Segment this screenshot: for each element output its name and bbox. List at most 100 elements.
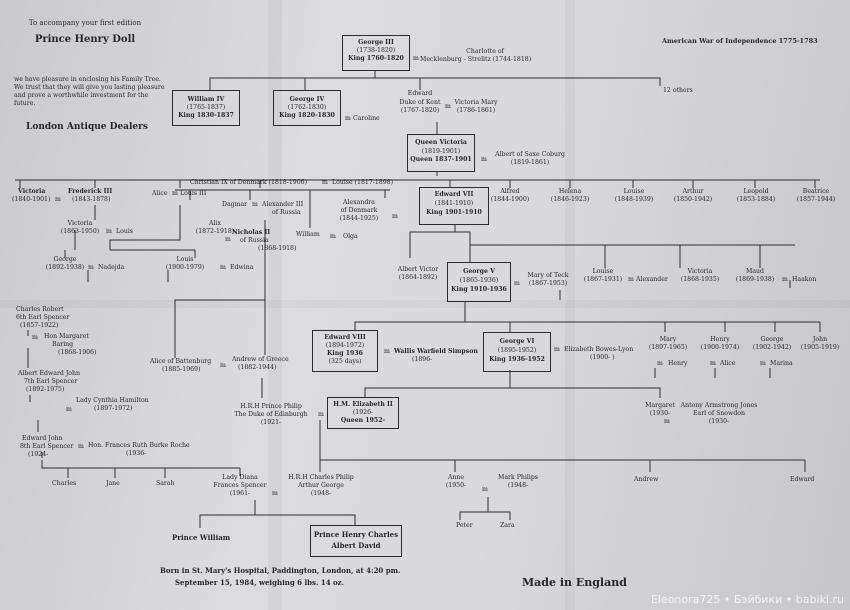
victoria-mary-dates: (1786-1861) (456, 107, 496, 114)
henry-gloucester: Henry (710, 336, 730, 343)
marriage-m: m (392, 213, 398, 220)
george-vi-reign: King 1936-1952 (489, 356, 545, 363)
george-milford-dates: (1892-1938) (45, 264, 85, 271)
alexandra: Alexandra (343, 199, 375, 206)
marriage-m: m (322, 179, 328, 186)
victoria-mary: Victoria Mary (454, 99, 498, 106)
albert-victor: Albert Victor (397, 266, 439, 273)
mary-of-teck: Mary of Teck (527, 272, 569, 279)
christian-ix: Christian IX of Denmark (1818-1906) (190, 179, 307, 186)
frances-roche-dates: (1936- (126, 450, 147, 457)
marina: Marina (770, 360, 793, 367)
marriage-m: m (782, 276, 788, 283)
prince-edward: Edward (790, 476, 815, 483)
alix-dates: (1872-1918) (195, 228, 235, 235)
albert-victor-dates: (1864-1892) (398, 274, 438, 281)
albert-edward-john: Albert Edward John (18, 370, 81, 377)
earl-of-snowdon: Earl of Snowdon (692, 410, 745, 417)
marriage-m: m (710, 360, 716, 367)
henry-lascelles: Henry (668, 360, 688, 367)
alice-of-battenburg: Alice of Battenburg (150, 358, 212, 365)
peter-phillips: Peter (456, 522, 473, 529)
henry-gloucester-dates: (1900-1974) (700, 344, 740, 351)
princess-margaret: Margaret (645, 402, 675, 409)
prince-philip-l2: The Duke of Edinburgh (234, 411, 308, 418)
marriage-m: m (78, 443, 84, 450)
marriage-m: m (330, 233, 336, 240)
dealer-name: London Antique Dealers (26, 122, 148, 132)
armstrong-jones: Antony Armstrong Jones (680, 402, 758, 409)
elizabeth-ii-reign: Queen 1952- (340, 417, 386, 424)
helena: Helena (558, 188, 582, 195)
victoria-hesse: Victoria (67, 220, 93, 227)
louis-mountbatten-dates: (1900-1979) (165, 264, 205, 271)
alice-of-battenburg-dates: (1885-1969) (162, 366, 201, 373)
george-iv-dates: (1762-1830) (287, 104, 327, 111)
william-iv-reign: King 1830-1837 (178, 112, 234, 119)
maud-dates: (1869-1938) (735, 276, 775, 283)
leopold-dates: (1853-1884) (736, 196, 776, 203)
arthur-dates: (1850-1942) (673, 196, 713, 203)
george-kent-dates: (1902-1942) (752, 344, 792, 351)
wallis-dates: (1896- (412, 356, 433, 363)
made-in-england: Made in England (522, 576, 627, 589)
arthur: Arthur (682, 188, 704, 195)
queen-victoria-dates: (1819-1901) (421, 148, 461, 155)
nadejda: Nadejda (98, 264, 125, 271)
maud: Maud (746, 268, 764, 275)
george-v-name: George V (463, 268, 495, 275)
bowes-lyon-dates: (1900- ) (590, 354, 615, 361)
marriage-m: m (445, 103, 451, 110)
sarah-spencer: Sarah (156, 480, 175, 487)
victoria-princess: Victoria (18, 188, 46, 195)
cynthia-hamilton: Lady Cynthia Hamilton (76, 397, 149, 404)
alice-gloucester: Alice (720, 360, 736, 367)
marriage-m: m (760, 360, 766, 367)
marriage-m: m (345, 115, 351, 122)
lady-diana-l3: (1961- (229, 490, 251, 497)
edward-vii-name: Edward VII (434, 191, 474, 198)
marriage-m: m (88, 264, 94, 271)
george-iv-name: George IV (289, 96, 325, 103)
mark-philips: Mark Philips (498, 474, 538, 481)
nicholas-ii: Nicholas II (232, 229, 271, 236)
charlotte-line2: Mecklenburg - Strelitz (1744-1818) (420, 56, 532, 63)
nicholas-of-russia: of Russia (240, 237, 269, 244)
sixth-earl-dates: (1857-1922) (20, 322, 59, 329)
margaret-baring-l1: Hon Margaret (44, 333, 89, 340)
victoria-princess-2: Victoria (687, 268, 713, 275)
wallis-simpson: Wallis Warfield Simpson (394, 348, 478, 355)
louis-battenberg: Louis (116, 228, 133, 235)
edward-vii-dates: (1841-1910) (434, 200, 474, 207)
louise-fife-dates: (1867-1931) (583, 276, 623, 283)
queen-victoria-reign: Queen 1837-1901 (410, 156, 472, 163)
albert: Albert of Saxe Coburg (495, 151, 565, 158)
birth-note-line1: Born in St. Mary's Hospital, Paddington,… (160, 566, 401, 575)
alix: Alix (209, 220, 221, 227)
haakon: Haakon (792, 276, 817, 283)
alexandra-dates: (1844-1925) (339, 215, 379, 222)
louis-mountbatten: Louis (176, 256, 194, 263)
seventh-earl-dates: (1892-1975) (26, 386, 65, 393)
edward-viii-days: (325 days) (328, 358, 362, 365)
alexandra-of-denmark: of Denmark (340, 207, 378, 214)
queen-victoria-name: Queen Victoria (415, 139, 467, 146)
prince-charles-l3: (1948- (310, 490, 332, 497)
george-iv-reign: King 1820-1830 (279, 112, 335, 119)
princess-anne: Anne (447, 474, 465, 481)
george-milford: George (53, 256, 77, 263)
twelve-others: 12 others (663, 87, 693, 94)
prince-philip-l1: H.R.H Prince Philip (240, 403, 302, 410)
marriage-m: m (225, 236, 231, 243)
william-iv-box (172, 90, 240, 126)
edward-john: Edward John (22, 435, 63, 442)
george-iii-reign: King 1760-1820 (348, 55, 404, 62)
intro-paragraph-3: and prove a worthwhile investment for th… (14, 92, 149, 99)
george-iv-box (273, 90, 341, 126)
alfred: Alfred (500, 188, 520, 195)
marriage-m: m (657, 360, 663, 367)
albert-dates: (1819-1861) (510, 159, 550, 166)
marriage-m: m (55, 196, 61, 203)
